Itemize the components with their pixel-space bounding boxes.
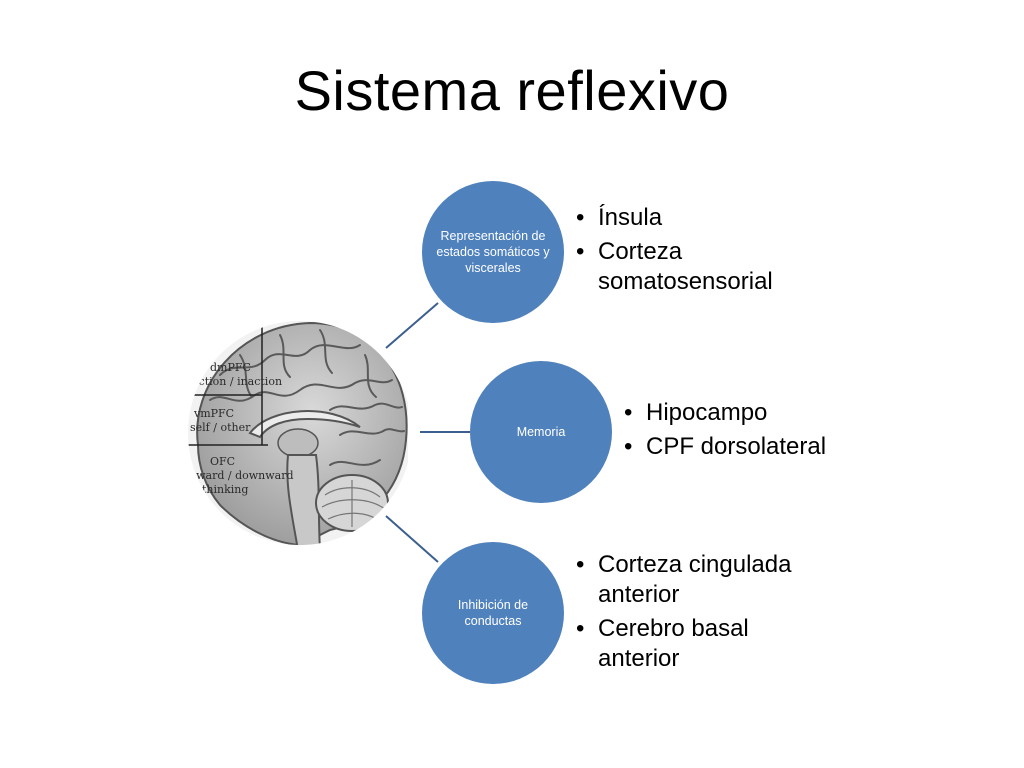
bullet-item: Corteza somatosensorial <box>574 237 824 297</box>
bullet-item: Hipocampo <box>622 398 882 428</box>
brain-label-dmpfc: dmPFC <box>210 361 251 374</box>
brain-label-ofc: OFC <box>210 455 235 468</box>
node-memory: Memoria <box>470 361 612 503</box>
node-behavior-inhibition: Inhibición de conductas <box>422 542 564 684</box>
slide-title: Sistema reflexivo <box>294 59 730 122</box>
brain-image: dmPFC action / inaction vmPFC self / oth… <box>180 315 408 555</box>
brain-label-thinking: thinking <box>202 483 248 496</box>
bullet-list-memory: Hipocampo CPF dorsolateral <box>622 398 882 466</box>
bullet-item: Cerebro basal anterior <box>574 614 824 674</box>
node-label: Memoria <box>516 424 566 439</box>
bullet-list-somatic: Ínsula Corteza somatosensorial <box>574 203 824 301</box>
node-somatic-representation: Representación de estados somáticos y vi… <box>422 181 564 323</box>
node-label: Inhibición de conductas <box>457 597 529 628</box>
bullet-list-inhibition: Corteza cingulada anterior Cerebro basal… <box>574 550 824 678</box>
node-label: Representación de estados somáticos y vi… <box>436 228 550 276</box>
brain-label-vmpfc: vmPFC <box>193 407 234 420</box>
bullet-item: Ínsula <box>574 203 824 233</box>
brain-label-action: action / inaction <box>192 375 282 388</box>
brain-label-self: self / other <box>190 421 251 434</box>
brain-label-upward: upward / downward <box>182 469 294 482</box>
bullet-item: CPF dorsolateral <box>622 432 882 462</box>
bullet-item: Corteza cingulada anterior <box>574 550 824 610</box>
